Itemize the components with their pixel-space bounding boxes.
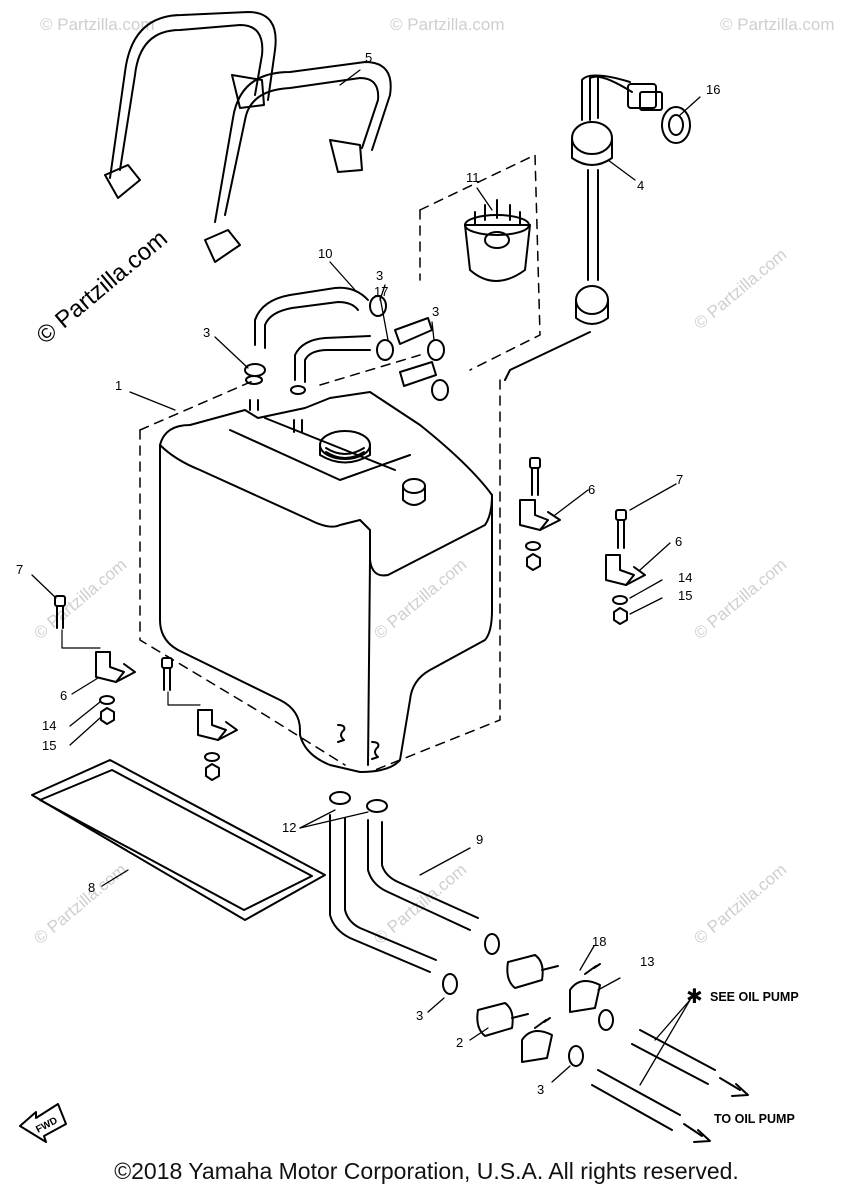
joint-part-17	[394, 317, 437, 387]
watermark: © Partzilla.com	[370, 555, 470, 643]
callout-5: 5	[365, 50, 372, 65]
oil-level-gauge-part-4	[504, 74, 663, 381]
callout-10: 10	[318, 246, 332, 261]
callout-6: 6	[675, 534, 682, 549]
callout-6: 6	[60, 688, 67, 703]
callout-3: 3	[537, 1082, 544, 1097]
callout-4: 4	[637, 178, 644, 193]
callout-11: 11	[466, 170, 480, 185]
callout-3: 3	[203, 325, 210, 340]
screw-part-18	[534, 963, 601, 1029]
callout-17: 17	[374, 284, 388, 299]
breather-hose-part-10	[254, 286, 371, 383]
bracket-leader-lines	[61, 629, 201, 706]
dashed-boundary	[139, 154, 541, 771]
watermark: © Partzilla.com	[30, 555, 130, 643]
callout-leaders	[31, 69, 701, 1086]
watermark: © Partzilla.com	[690, 860, 790, 948]
see-oil-pump-note: SEE OIL PUMP	[710, 990, 799, 1004]
watermark: © Partzilla.com	[40, 15, 155, 34]
callout-7: 7	[676, 472, 683, 487]
hose-clamp-part-12	[329, 791, 388, 813]
oil-hose-part-9	[329, 814, 479, 973]
callout-14: 14	[42, 718, 56, 733]
watermark: © Partzilla.com	[720, 15, 835, 34]
hose-clamp-part-3	[244, 295, 449, 401]
callout-16: 16	[706, 82, 720, 97]
to-oil-pump-note: TO OIL PUMP	[714, 1112, 795, 1126]
watermark: © Partzilla.com	[690, 555, 790, 643]
bracket-part-6	[95, 499, 646, 741]
strap-part-5	[104, 11, 392, 263]
callout-6: 6	[588, 482, 595, 497]
bracket-part-13	[521, 980, 601, 1063]
oil-tank-part-1	[159, 375, 493, 773]
callout-14: 14	[678, 570, 692, 585]
watermark-main: © Partzilla.com	[32, 225, 173, 350]
callout-1: 1	[115, 378, 122, 393]
mat-part-8	[31, 759, 326, 921]
washer-part-14	[99, 541, 628, 762]
callout-18: 18	[592, 934, 606, 949]
filler-cap-part-11	[464, 199, 531, 282]
callout-2: 2	[456, 1035, 463, 1050]
fwd-arrow-icon: FWD	[19, 1103, 67, 1143]
callout-7: 7	[16, 562, 23, 577]
hose-clamp-part-3	[442, 933, 614, 1067]
watermark: © Partzilla.com	[30, 860, 130, 948]
copyright-notice: ©2018 Yamaha Motor Corporation, U.S.A. A…	[114, 1158, 739, 1184]
watermark: © Partzilla.com	[390, 15, 505, 34]
callout-8: 8	[88, 880, 95, 895]
callout-3: 3	[416, 1008, 423, 1023]
watermark: © Partzilla.com	[690, 245, 790, 333]
flow-arrow	[683, 1077, 749, 1143]
callout-15: 15	[42, 738, 56, 753]
callout-9: 9	[476, 832, 483, 847]
outlet-hose	[591, 1029, 716, 1131]
nut-part-15	[100, 553, 628, 781]
bolt-part-7	[54, 457, 627, 691]
asterisk-icon: ✱	[686, 984, 703, 1008]
callout-12: 12	[282, 820, 296, 835]
filter-part-2	[476, 954, 559, 1037]
callout-15: 15	[678, 588, 692, 603]
callout-13: 13	[640, 954, 654, 969]
callout-3: 3	[432, 304, 439, 319]
callout-3: 3	[376, 268, 383, 283]
grommet-part-16	[661, 106, 691, 144]
